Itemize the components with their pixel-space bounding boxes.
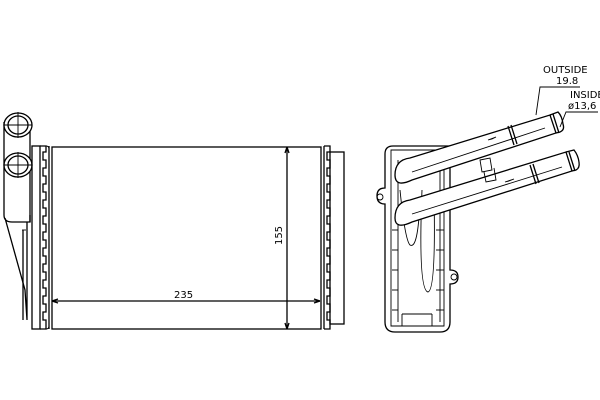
width-dimension-label: 235 xyxy=(174,290,194,301)
outside-value: 19.8 xyxy=(556,76,579,87)
left-end-plate xyxy=(31,145,41,330)
right-header xyxy=(324,145,331,330)
front-view xyxy=(3,112,345,330)
inside-value: ø13,6 xyxy=(568,101,597,112)
side-ribs xyxy=(392,229,444,326)
dimension-width xyxy=(51,298,321,304)
right-end-plate xyxy=(329,151,345,325)
left-header xyxy=(40,145,47,330)
side-view xyxy=(376,86,598,333)
outside-label: OUTSIDE xyxy=(543,65,588,76)
outside-leader xyxy=(535,86,580,116)
inlet-outlet-pipes xyxy=(3,112,33,321)
height-dimension-label: 155 xyxy=(274,225,286,246)
inside-label: INSIDE xyxy=(570,90,600,101)
dimension-height xyxy=(284,146,290,330)
upper-pipe xyxy=(394,111,565,184)
inside-leader xyxy=(559,111,598,128)
core-body xyxy=(51,146,322,330)
side-housing xyxy=(376,145,459,333)
lower-pipe xyxy=(394,149,580,226)
